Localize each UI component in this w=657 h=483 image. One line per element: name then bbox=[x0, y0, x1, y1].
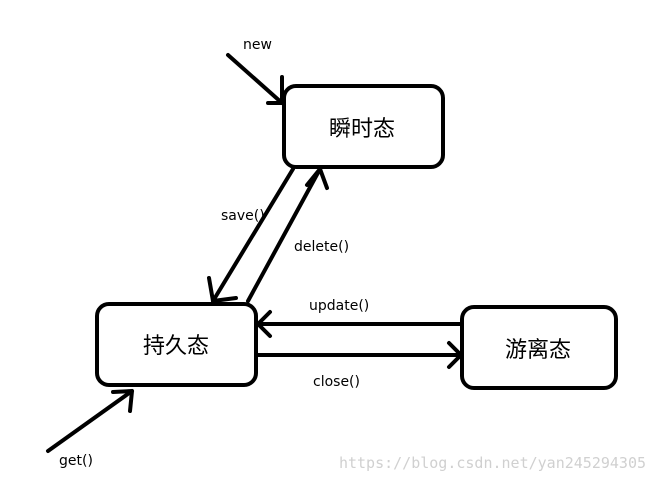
state-transient: 瞬时态 bbox=[282, 84, 445, 169]
state-detached-box bbox=[460, 305, 618, 390]
label-get: get() bbox=[59, 453, 93, 469]
label-save: save() bbox=[221, 208, 265, 224]
edge-update bbox=[256, 310, 463, 338]
edge-close bbox=[256, 341, 463, 369]
watermark-text: https://blog.csdn.net/yan245294305 bbox=[339, 454, 646, 472]
label-new: new bbox=[243, 37, 272, 53]
state-transient-box bbox=[282, 84, 445, 169]
label-delete: delete() bbox=[294, 239, 349, 255]
edge-get bbox=[46, 389, 134, 453]
state-persistent-box bbox=[95, 302, 258, 387]
state-persistent: 持久态 bbox=[95, 302, 258, 387]
edge-delete bbox=[246, 167, 329, 303]
state-detached: 游离态 bbox=[460, 305, 618, 390]
state-transient-label: 瞬时态 bbox=[329, 117, 395, 142]
label-update: update() bbox=[309, 298, 369, 314]
label-close: close() bbox=[313, 374, 360, 390]
edge-new bbox=[226, 53, 284, 105]
state-persistent-label: 持久态 bbox=[143, 334, 209, 359]
state-detached-label: 游离态 bbox=[505, 338, 571, 363]
edge-save bbox=[207, 167, 295, 303]
